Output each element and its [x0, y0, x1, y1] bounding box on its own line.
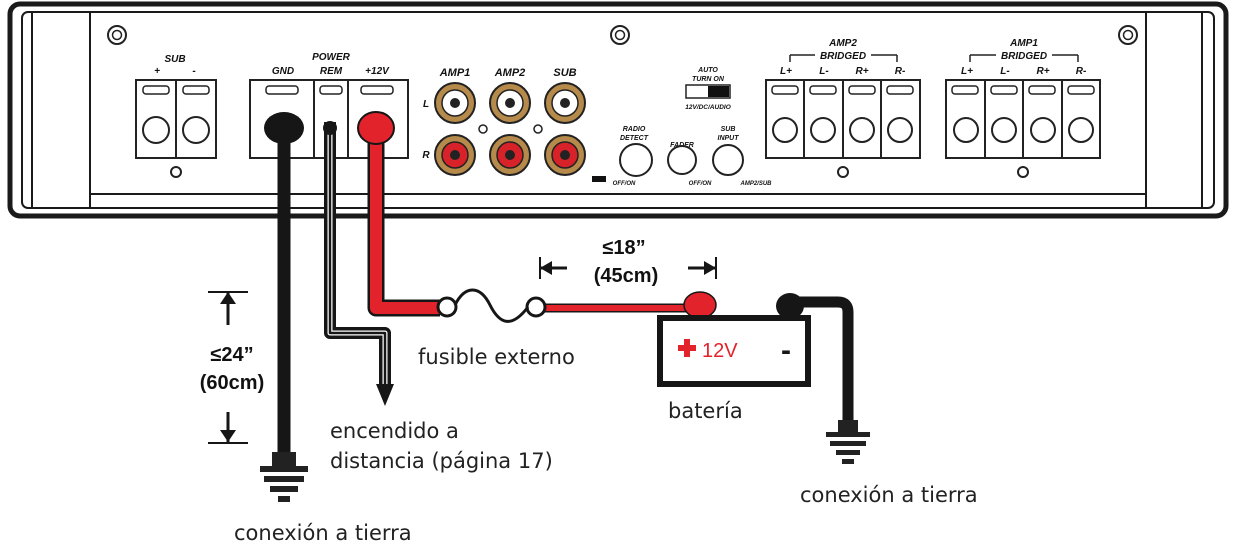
amplifier-panel: [7, 1, 1229, 219]
arrow-down-icon: [376, 384, 394, 406]
auto-turn-on-switch: AUTO TURN ON 12V/DC/AUDIO: [685, 67, 731, 111]
amp2-rplus-label: R+: [855, 66, 868, 77]
screw-icon: [610, 25, 630, 45]
ground-symbol-icon: [826, 420, 870, 464]
amp2-bridged-label: BRIDGED: [820, 51, 866, 62]
amp1-bridged-label: BRIDGED: [1001, 51, 1047, 62]
rca-sub-label: SUB: [553, 67, 576, 79]
arrow-down-icon: [220, 430, 236, 442]
rca-jack-amp1-right: [434, 134, 476, 176]
rca-amp1-label: AMP1: [439, 67, 471, 79]
remote-wire: [323, 121, 394, 406]
positive-wire: [357, 111, 717, 319]
remote-caption-line2: distancia (página 17): [330, 449, 553, 473]
detect-label: DETECT: [620, 135, 649, 142]
battery-icon: 12V -: [657, 315, 811, 387]
ground-caption-right: conexión a tierra: [800, 483, 978, 507]
arrow-right-icon: [704, 261, 716, 275]
amp2-lminus-label: L-: [819, 66, 829, 77]
plus12v-label: +12V: [365, 66, 390, 77]
ground-symbol-icon: [260, 452, 308, 502]
sub-terminal: SUB + -: [135, 54, 217, 178]
rca-jack-amp2-right: [489, 134, 531, 176]
amp2-title: AMP2: [828, 38, 857, 49]
dimension-18in: ≤18” (45cm): [539, 237, 717, 287]
gnd-label: GND: [272, 66, 294, 77]
amp2sub-label: AMP2/SUB: [739, 181, 772, 187]
ground-wire-right: [776, 293, 870, 464]
sub-input-knob-icon: [712, 144, 744, 176]
dist18-label: ≤18”: [602, 237, 645, 259]
ground-wire-left: [260, 112, 308, 502]
rca-inputs: AMP1 AMP2 SUB L R: [422, 67, 586, 176]
subin-label-1: SUB: [721, 126, 736, 133]
off-on-label-2: OFF/ON: [689, 181, 712, 187]
turn-on-label: TURN ON: [692, 76, 725, 83]
rca-jack-amp2-left: [489, 82, 531, 124]
amp1-rminus-label: R-: [1076, 66, 1087, 77]
fader-knob-icon: [667, 145, 697, 175]
amp2-rminus-label: R-: [895, 66, 906, 77]
screw-icon: [107, 25, 127, 45]
screw-icon: [1118, 25, 1138, 45]
rca-left-label: L: [423, 99, 429, 110]
arrow-left-icon: [540, 261, 552, 275]
amp1-rplus-label: R+: [1036, 66, 1049, 77]
battery-voltage-label: 12V: [702, 340, 738, 362]
dist18-cm-label: (45cm): [594, 265, 658, 287]
sub-title: SUB: [164, 54, 185, 65]
radio-detect-knob-icon: [619, 143, 653, 177]
control-knobs: RADIO DETECT FADER SUB INPUT OFF/ON OFF/…: [592, 126, 772, 187]
rca-jack-amp1-left: [434, 82, 476, 124]
amp1-lminus-label: L-: [1000, 66, 1010, 77]
radio-label: RADIO: [623, 126, 646, 133]
subin-label-2: INPUT: [718, 135, 740, 142]
amp2-terminal: AMP2 BRIDGED L+ L- R+ R-: [765, 38, 921, 178]
dimension-24in: ≤24” (60cm): [200, 291, 264, 444]
off-on-label-1: OFF/ON: [613, 181, 636, 187]
battery-caption: batería: [668, 399, 743, 423]
power-label: POWER: [312, 52, 351, 63]
amp1-title: AMP1: [1009, 38, 1038, 49]
remote-caption-line1: encendido a: [330, 419, 459, 443]
battery-minus-label: -: [781, 334, 791, 367]
fuse-icon: [436, 288, 547, 323]
rca-right-label: R: [422, 150, 430, 161]
amp1-lplus-label: L+: [961, 66, 973, 77]
fuse-caption: fusible externo: [418, 345, 575, 369]
amp1-terminal: AMP1 BRIDGED L+ L- R+ R-: [945, 38, 1101, 178]
sub-plus-label: +: [154, 66, 160, 77]
sub-minus-label: -: [192, 66, 196, 77]
rca-jack-sub-left: [544, 82, 586, 124]
ground-caption-left: conexión a tierra: [234, 521, 412, 545]
dist24-cm-label: (60cm): [200, 372, 264, 394]
rca-jack-sub-right: [544, 134, 586, 176]
rem-label: REM: [320, 66, 343, 77]
auto-label: AUTO: [697, 67, 718, 74]
amp2-lplus-label: L+: [780, 66, 792, 77]
dist24-label: ≤24”: [210, 344, 253, 366]
switch-mode-label: 12V/DC/AUDIO: [685, 104, 731, 111]
rca-amp2-label: AMP2: [494, 67, 526, 79]
arrow-up-icon: [220, 292, 236, 304]
